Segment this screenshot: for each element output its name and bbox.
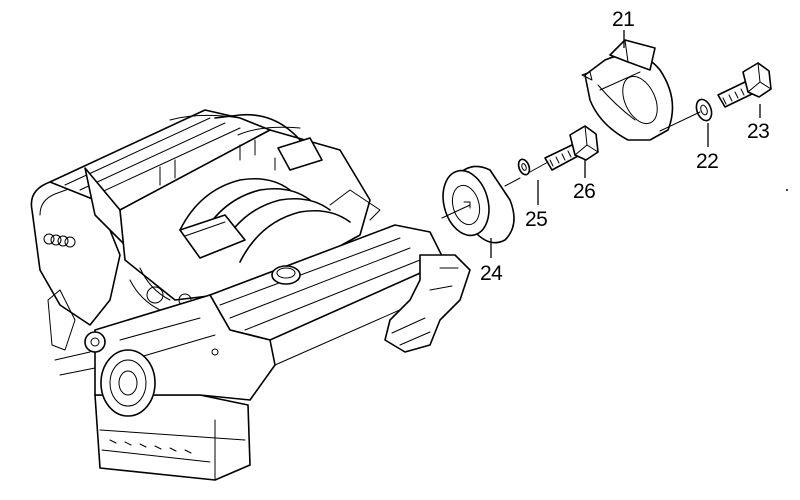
callout-26: 26 (573, 180, 595, 203)
callout-23: 23 (747, 120, 769, 143)
callout-21: 21 (612, 8, 634, 31)
audi-rings-logo (43, 233, 76, 248)
part-22-washer (695, 98, 713, 122)
callout-25: 25 (525, 208, 547, 231)
callout-22: 22 (696, 150, 718, 173)
engine-assembly (30, 109, 471, 481)
callout-24: 24 (480, 262, 503, 285)
assembly-axis-line (441, 111, 701, 219)
part-24-pulley (442, 165, 515, 244)
part-25-washer (517, 158, 531, 176)
part-26-bolt (544, 125, 599, 171)
stray-dot (786, 189, 788, 191)
crank-pulley (100, 349, 156, 417)
callout-leaders (490, 30, 761, 258)
part-23-bolt (717, 62, 772, 108)
part-21-bracket (581, 39, 674, 141)
